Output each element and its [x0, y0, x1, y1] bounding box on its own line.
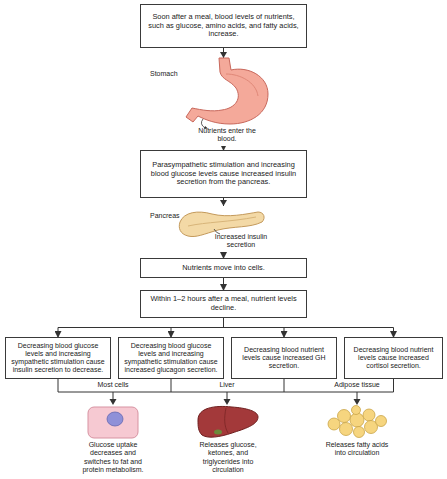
gallbladder: [214, 430, 222, 435]
box-text: Decreasing blood glucose levels and incr…: [123, 342, 219, 375]
callout-text: Nutrients enter the blood.: [194, 127, 260, 144]
effect-caption: Releases fatty acids into circulation: [322, 441, 392, 458]
box-text: Decreasing blood glucose levels and incr…: [10, 342, 106, 375]
box-text: Decreasing blood nutrient levels cause i…: [236, 346, 332, 371]
box-text: Nutrients move into cells.: [182, 264, 265, 273]
box-text: Within 1–2 hours after a meal, nutrient …: [145, 295, 302, 312]
pancreas-illustration: [179, 212, 264, 237]
mask: [148, 206, 300, 252]
merge-line: [58, 379, 394, 392]
cell-nucleus: [107, 412, 123, 426]
process-box: Within 1–2 hours after a meal, nutrient …: [140, 290, 307, 318]
mask: [148, 58, 300, 146]
target-line: [113, 392, 357, 399]
target-name: Liver: [197, 381, 257, 389]
arrow-head: [110, 399, 361, 405]
flow-arrow: [58, 318, 224, 337]
pancreatic-duct: [188, 217, 256, 226]
nutrient-arrow: [201, 119, 205, 128]
stomach-shading: [226, 74, 258, 96]
box-text: Decreasing blood nutrient levels cause i…: [349, 346, 438, 371]
labeled-part: Stomach: [150, 70, 190, 78]
process-box: Decreasing blood glucose levels and incr…: [118, 337, 224, 379]
cell-illustration: [88, 407, 138, 438]
process-box: Parasympathetic stimulation and increasi…: [140, 150, 307, 198]
flow-arrow: [223, 278, 224, 290]
arrow-head: [220, 52, 227, 58]
labeled-part: Pancreas: [150, 212, 190, 220]
process-box: Decreasing blood nutrient levels cause i…: [231, 337, 337, 379]
process-box: Decreasing blood nutrient levels cause i…: [344, 337, 443, 379]
process-box: Soon after a meal, blood levels of nutri…: [140, 4, 307, 48]
liver-illustration: [198, 406, 258, 437]
effect-caption: Releases glucose, ketones, and triglycer…: [190, 441, 266, 475]
target-name: Adipose tissue: [322, 381, 392, 389]
stomach-illustration: [186, 58, 268, 124]
box-text: Parasympathetic stimulation and increasi…: [145, 161, 302, 187]
arrow-head: [220, 200, 227, 206]
box-text: Soon after a meal, blood levels of nutri…: [145, 13, 302, 39]
process-box: Decreasing blood glucose levels and incr…: [5, 337, 111, 379]
process-box: Nutrients move into cells.: [140, 258, 307, 278]
effect-caption: Glucose uptake decreases and switches to…: [77, 441, 149, 475]
callout-text: Increased insulin secretion: [210, 233, 272, 250]
liver-lobe-line: [225, 408, 228, 433]
flow-arrow: [224, 318, 394, 337]
adipose-illustration: [328, 406, 387, 438]
target-name: Most cells: [83, 381, 143, 389]
flow-arrow: [171, 318, 224, 337]
